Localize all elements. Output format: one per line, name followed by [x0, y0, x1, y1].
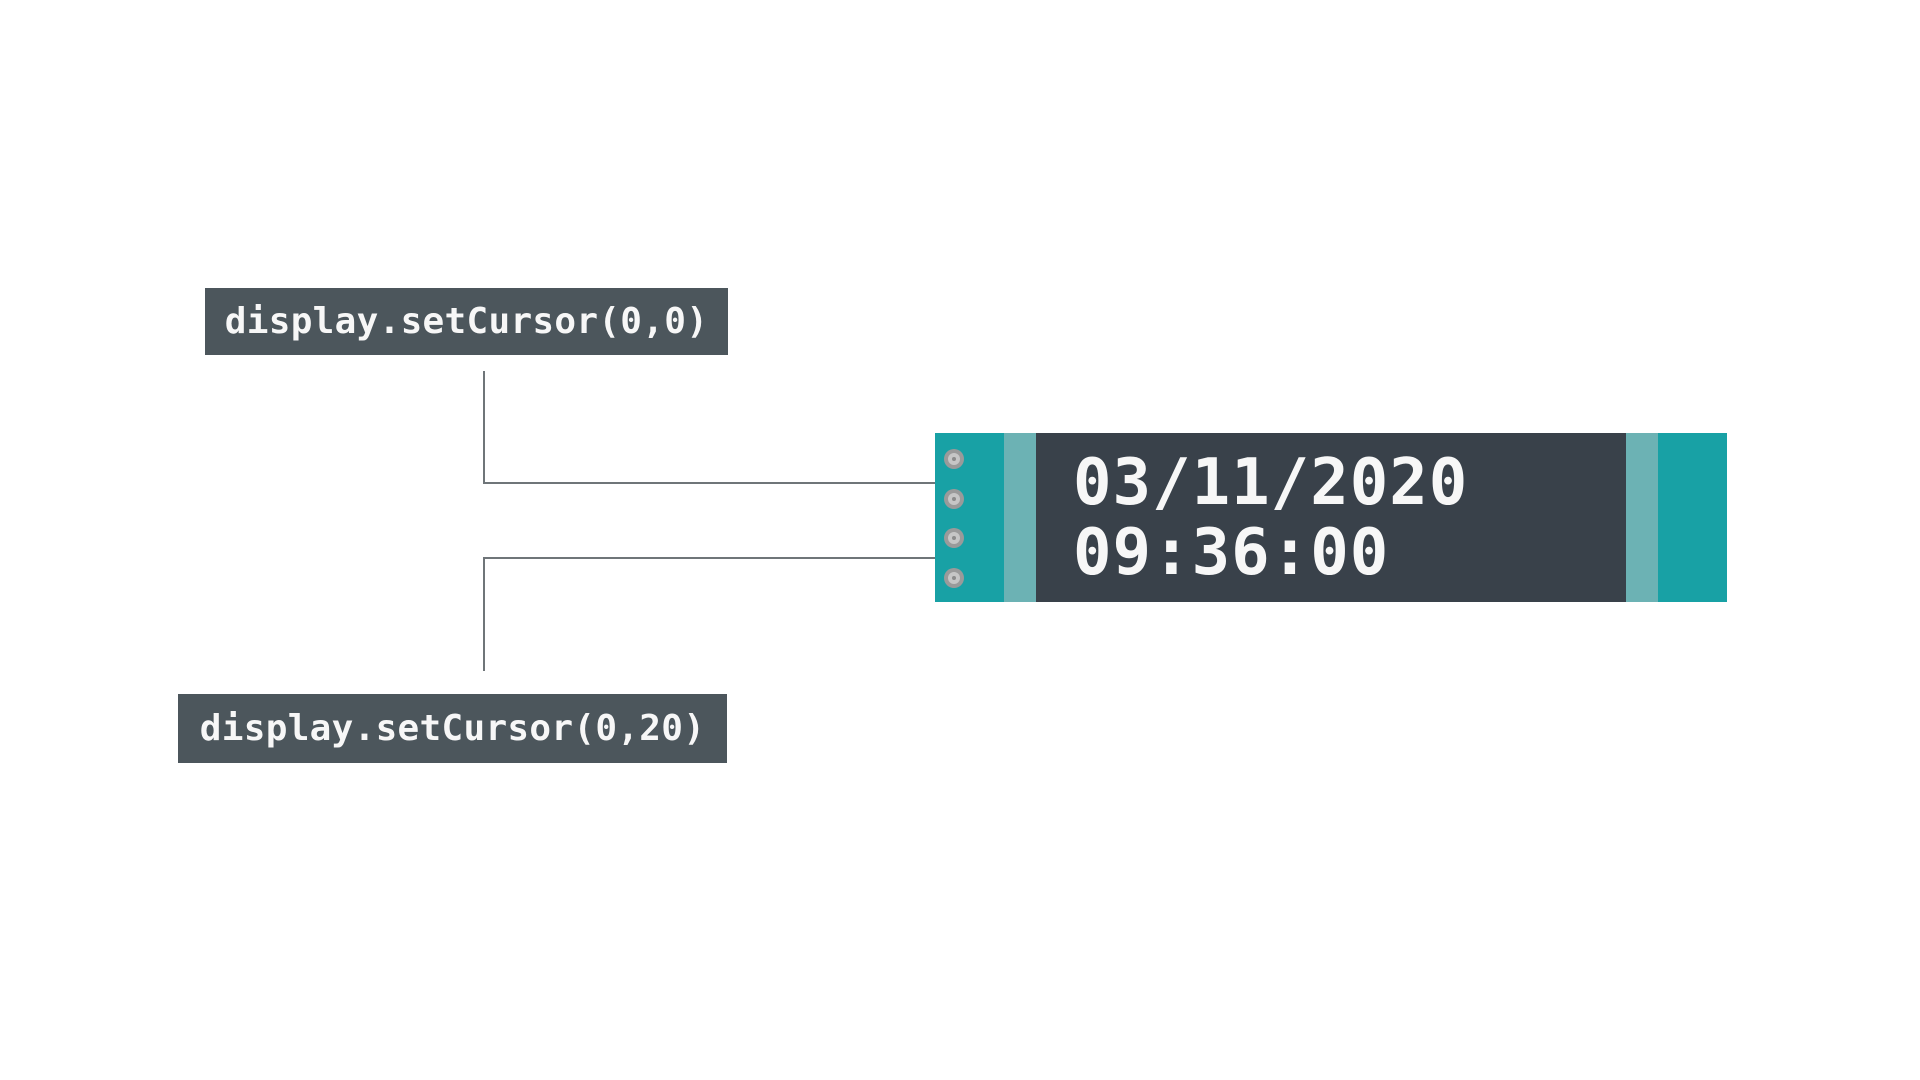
screw-icon — [944, 528, 964, 548]
code-label-text: display.setCursor(0,20) — [199, 708, 706, 749]
pcb-left-strip — [1004, 433, 1036, 602]
display-line-time: 09:36:00 — [1073, 515, 1390, 590]
screw-icon — [944, 489, 964, 509]
connector-line-bottom-vertical — [483, 558, 485, 671]
screw-icon — [944, 568, 964, 588]
oled-screen: 03/11/2020 09:36:00 — [1036, 433, 1626, 602]
code-label-text: display.setCursor(0,0) — [224, 301, 709, 342]
pcb-left-edge — [935, 433, 1004, 602]
pcb-right-strip — [1626, 433, 1658, 602]
connector-line-bottom-horizontal — [483, 557, 1057, 559]
screw-icon — [944, 449, 964, 469]
code-label-setcursor-0-20: display.setCursor(0,20) — [178, 694, 727, 763]
pcb-right-edge — [1658, 433, 1727, 602]
code-label-setcursor-0-0: display.setCursor(0,0) — [205, 288, 728, 355]
oled-display-module: 03/11/2020 09:36:00 — [935, 433, 1727, 602]
connector-line-top-horizontal — [483, 482, 1057, 484]
connector-line-top-vertical — [483, 371, 485, 483]
display-line-date: 03/11/2020 — [1073, 445, 1469, 520]
